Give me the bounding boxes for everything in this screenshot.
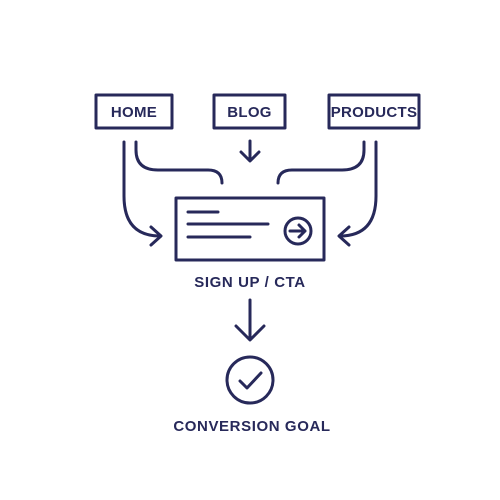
check-circle-icon bbox=[225, 355, 275, 405]
home-label: HOME bbox=[111, 104, 157, 121]
products-box bbox=[327, 93, 421, 130]
home-to-cta-outer-connector bbox=[122, 140, 162, 238]
cta-to-goal-arrowhead-icon bbox=[234, 324, 266, 342]
blog-to-cta-arrowhead-icon bbox=[239, 150, 261, 163]
cta-node[interactable] bbox=[174, 196, 326, 262]
home-to-cta-arrowhead-icon bbox=[149, 225, 163, 247]
home-box bbox=[94, 93, 174, 130]
home-to-cta-inner-connector bbox=[134, 140, 224, 185]
products-label: PRODUCTS bbox=[331, 104, 418, 121]
arrow-right-circle-icon[interactable] bbox=[283, 216, 313, 246]
products-to-cta-outer-connector bbox=[338, 140, 378, 238]
blog-node[interactable] bbox=[212, 93, 287, 130]
products-to-cta-inner-connector bbox=[276, 140, 366, 185]
home-node[interactable] bbox=[94, 93, 174, 130]
blog-label: BLOG bbox=[227, 104, 272, 121]
cta-caption: SIGN UP / CTA bbox=[194, 274, 305, 291]
blog-box bbox=[212, 93, 287, 130]
products-node[interactable] bbox=[327, 93, 421, 130]
goal-caption: CONVERSION GOAL bbox=[173, 418, 330, 435]
products-to-cta-arrowhead-icon bbox=[337, 225, 351, 247]
cta-card bbox=[174, 196, 326, 262]
